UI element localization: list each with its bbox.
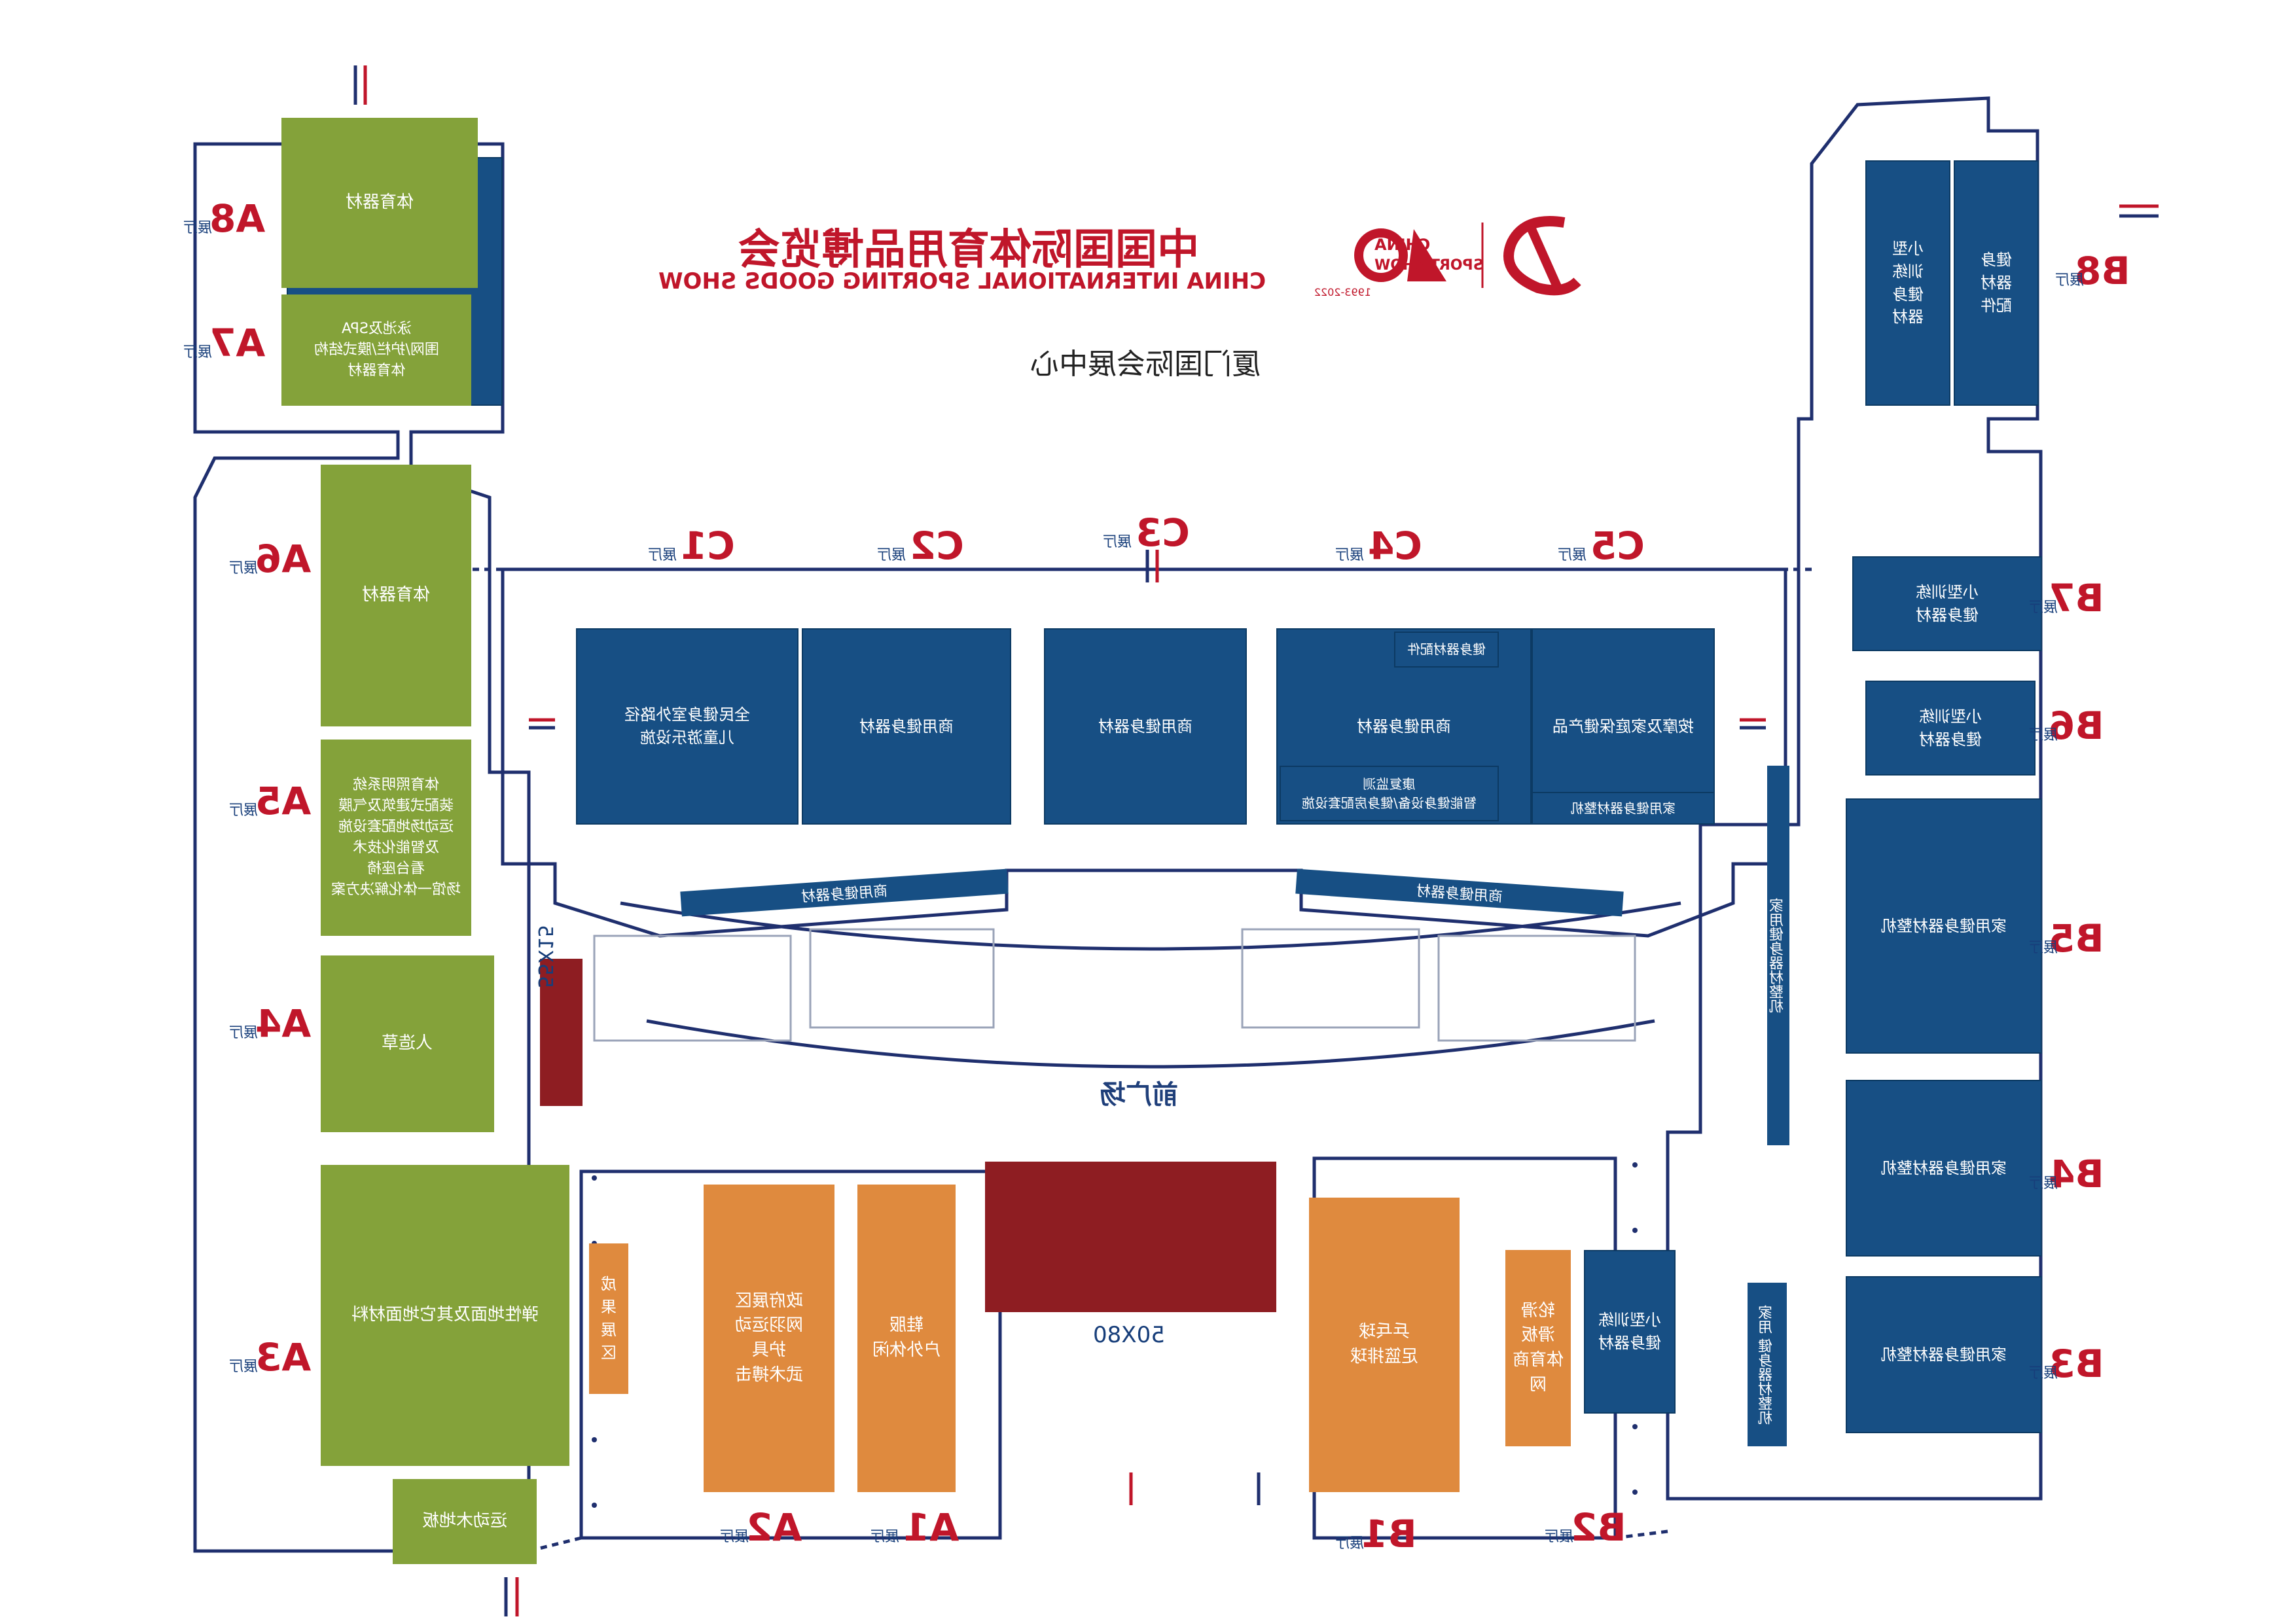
- suffix-c1: 展厅: [648, 547, 677, 563]
- suffix-c5: 展厅: [1558, 547, 1587, 563]
- logo-word-top: CHINA: [1374, 236, 1431, 254]
- label-a4: A4: [255, 1001, 312, 1046]
- label-c2: C2: [910, 524, 964, 568]
- suffix-c2: 展厅: [877, 547, 906, 563]
- hall-wood-floor[interactable]: 运动木地板: [393, 1479, 537, 1564]
- b-corridor-upper[interactable]: 家用健身器材整机: [1767, 766, 1789, 1145]
- hall-a3[interactable]: 弹性地面及其它地面材料: [321, 1165, 569, 1466]
- suffix-c4: 展厅: [1335, 547, 1365, 563]
- suffix-a4: 展厅: [229, 1025, 259, 1041]
- suffix-a8: 展厅: [183, 220, 213, 236]
- label-a7: A7: [209, 321, 266, 365]
- suffix-b6: 展厅: [2029, 727, 2058, 743]
- outdoor-zone-50x80[interactable]: [985, 1162, 1276, 1312]
- hall-a1[interactable]: 鞋服 户外休闲: [857, 1185, 956, 1492]
- hall-b1[interactable]: 乒乓球 足篮排球: [1309, 1198, 1460, 1492]
- logo-word-bottom: SPORT SHOW: [1374, 257, 1484, 274]
- suffix-b2: 展厅: [1545, 1529, 1574, 1545]
- suffix-b1: 展厅: [1335, 1535, 1365, 1552]
- label-c4: C4: [1368, 524, 1422, 568]
- label-c5: C5: [1590, 524, 1645, 568]
- outdoor-zone-50x80-label: 50X80: [1093, 1322, 1165, 1348]
- suffix-b3: 展厅: [2029, 1365, 2058, 1382]
- front-plaza-label: 前广场: [1100, 1080, 1178, 1110]
- achievement-area[interactable]: 成 果 展 区: [589, 1243, 628, 1394]
- hall-b5[interactable]: 家用健身器材整机: [1846, 798, 2042, 1054]
- title-en: CHINA INTERNATIONAL SPORTING GOODS SHOW: [658, 268, 1266, 294]
- hall-c2[interactable]: 商用健身器材: [802, 628, 1011, 825]
- c4-rehab-zone[interactable]: 康复监测 智能健身设备/健身房配套设施: [1280, 766, 1499, 821]
- hall-b2[interactable]: 轮滑 滑板 体育商网: [1505, 1250, 1571, 1446]
- hall-b4[interactable]: 家用健身器材整机: [1846, 1080, 2042, 1257]
- anniv-years: 1993-2022: [1314, 286, 1371, 298]
- hall-c1[interactable]: 全民健身室外路径 儿童游乐设施: [576, 628, 798, 825]
- suffix-b7: 展厅: [2029, 599, 2058, 616]
- suffix-a1: 展厅: [870, 1529, 900, 1545]
- title-cn: 中国国际体育用品博览会: [738, 226, 1199, 274]
- venue-name: 厦门国际会展中心: [1030, 348, 1261, 381]
- suffix-b4: 展厅: [2029, 1175, 2058, 1192]
- suffix-b8: 展厅: [2055, 272, 2085, 289]
- hall-b3[interactable]: 家用健身器材整机: [1846, 1276, 2042, 1433]
- suffix-b5: 展厅: [2029, 940, 2058, 956]
- hall-a2[interactable]: 政府展区 网羽运动 护具 武术搏击: [704, 1185, 834, 1492]
- outdoor-zone-55x15[interactable]: [540, 959, 583, 1106]
- label-b1: B1: [1361, 1512, 1417, 1556]
- suffix-a3: 展厅: [229, 1359, 259, 1375]
- hall-a8[interactable]: 体育器材: [281, 118, 478, 288]
- label-a3: A3: [255, 1335, 312, 1380]
- hall-b8-left[interactable]: 小型 训练 健身 器材: [1865, 160, 1950, 406]
- show-logo: CHINA SPORT SHOW 1993-2022: [1314, 216, 1581, 298]
- label-a5: A5: [255, 779, 312, 823]
- c4-parts-zone[interactable]: 健身器材配件: [1394, 632, 1499, 668]
- label-a6: A6: [255, 537, 312, 581]
- suffix-a6: 展厅: [229, 560, 259, 577]
- suffix-c3: 展厅: [1103, 534, 1132, 550]
- hall-b7[interactable]: 小型训练 健身器材: [1852, 556, 2042, 651]
- label-a8: A8: [209, 196, 266, 241]
- hall-a7[interactable]: 泳池及SPA 围网/护栏/膜式结构 体育器材: [281, 294, 471, 406]
- c5-home-fitness-zone[interactable]: 家用健身器材整机: [1532, 792, 1715, 825]
- hall-c3[interactable]: 商用健身器材: [1044, 628, 1247, 825]
- label-c1: C1: [681, 524, 735, 568]
- hall-a4[interactable]: 人造草: [321, 955, 494, 1132]
- suffix-a2: 展厅: [720, 1529, 749, 1545]
- label-b2: B2: [1571, 1505, 1626, 1550]
- hall-a5[interactable]: 体育照明系统 装配式建筑及气膜 运动场地配套设施 及智能化技术 看台座椅 场馆一…: [321, 740, 471, 936]
- label-a2: A2: [746, 1505, 802, 1550]
- suffix-a7: 展厅: [183, 344, 213, 361]
- hall-a6[interactable]: 体育器材: [321, 465, 471, 726]
- label-c3: C3: [1136, 510, 1190, 555]
- hall-b6[interactable]: 小型训练 健身器材: [1865, 681, 2036, 776]
- outdoor-zone-55x15-label: 55X15: [533, 925, 556, 988]
- label-a1: A1: [903, 1505, 960, 1550]
- suffix-a5: 展厅: [229, 802, 259, 819]
- b-corridor-lower[interactable]: 家用 健身器材整机: [1748, 1283, 1787, 1446]
- hall-b8-right[interactable]: 健身 器材 配件: [1954, 160, 2039, 406]
- hall-b2-training[interactable]: 小型训练 健身器材: [1584, 1250, 1676, 1414]
